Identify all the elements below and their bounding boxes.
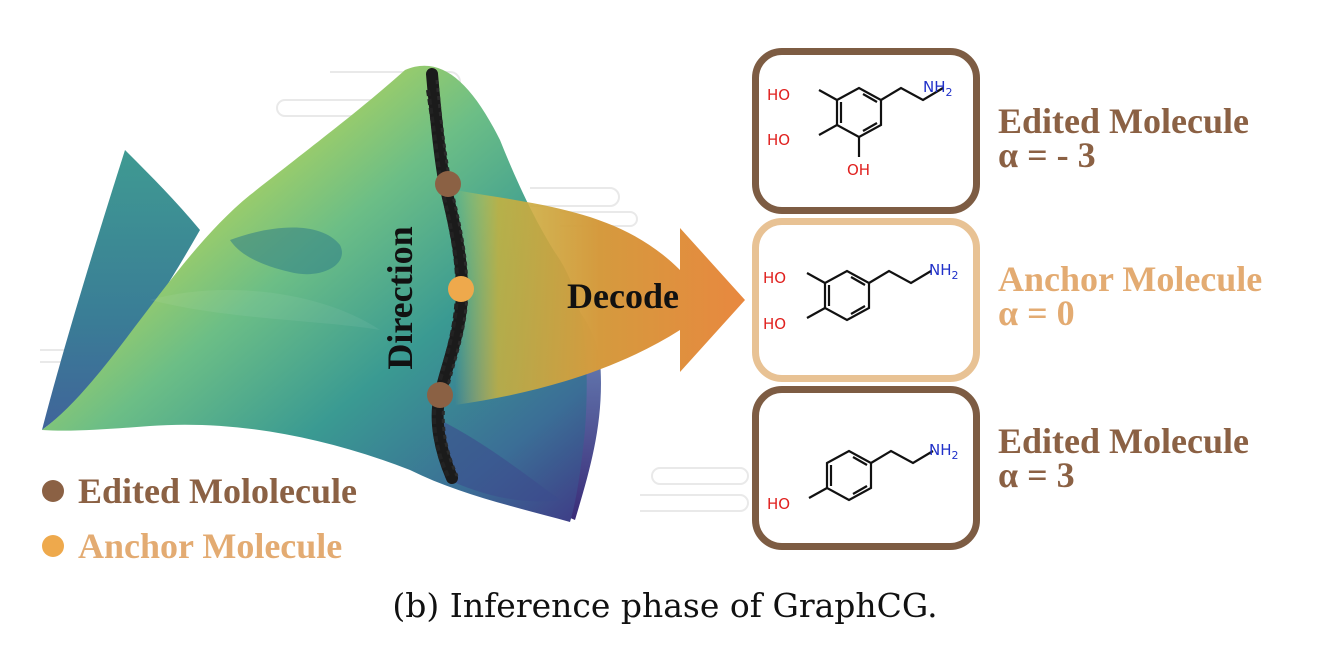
atom-nh2: NH2 [923,78,953,99]
molecule-structure-neg3: HO HO OH NH2 [767,78,953,179]
molecule-structure-anchor: HO HO NH2 [763,261,959,333]
edited-point-bottom [427,382,453,408]
molecule-label-neg3: Edited Molecule α = - 3 [998,101,1249,175]
atom-nh2: NH2 [929,441,959,462]
atom-oh-3: OH [847,161,870,179]
anchor-point [448,276,474,302]
molecule-structure-pos3: HO NH2 [767,441,959,513]
edited-point-top [435,171,461,197]
molecule-alpha-neg3: α = - 3 [998,135,1096,175]
atom-ho-1: HO [763,269,786,287]
legend-edited: Edited Mololecule [42,470,357,512]
molecule-alpha-pos3: α = 3 [998,455,1075,495]
molecule-card-edited-pos3: HO NH2 [752,386,980,550]
legend-anchor: Anchor Molecule [42,525,342,567]
decode-label: Decode [567,276,679,316]
molecule-name-neg3: Edited Molecule [998,101,1249,141]
molecule-card-anchor: HO HO NH2 [752,218,980,382]
molecule-card-edited-neg3: HO HO OH NH2 [752,48,980,214]
molecule-label-pos3: Edited Molecule α = 3 [998,421,1249,495]
atom-ho-2: HO [763,315,786,333]
latent-landscape: Direction Decode [40,65,749,523]
molecule-label-anchor: Anchor Molecule α = 0 [998,259,1263,333]
legend-anchor-dot [42,535,64,557]
atom-ho-1: HO [767,495,790,513]
molecule-alpha-anchor: α = 0 [998,293,1075,333]
legend-edited-label: Edited Mololecule [78,471,357,511]
legend-anchor-label: Anchor Molecule [78,526,343,566]
molecule-name-anchor: Anchor Molecule [998,259,1263,299]
figure-caption: (b) Inference phase of GraphCG. [392,586,938,625]
atom-ho-1: HO [767,86,790,104]
atom-ho-2: HO [767,131,790,149]
direction-label: Direction [380,226,420,369]
legend-edited-dot [42,480,64,502]
atom-nh2: NH2 [929,261,959,282]
molecule-name-pos3: Edited Molecule [998,421,1249,461]
